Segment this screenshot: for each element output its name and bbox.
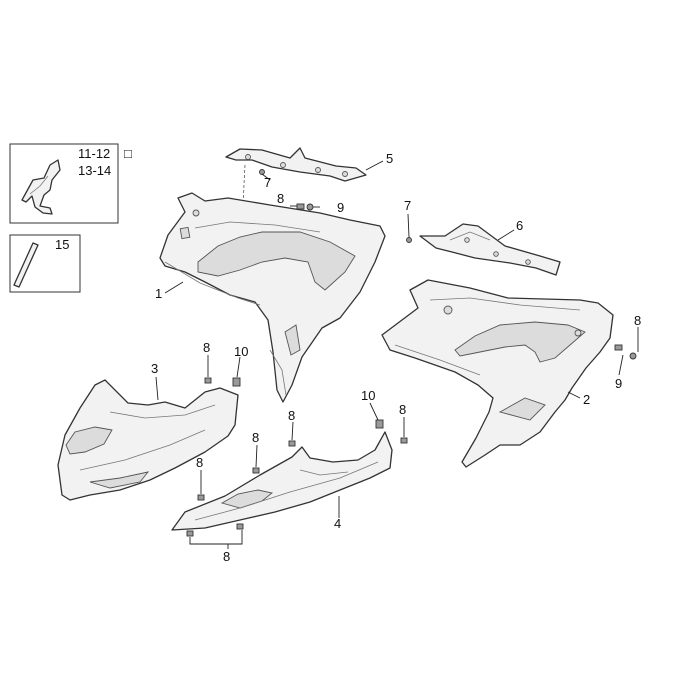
clip-icon [232, 377, 241, 387]
callout-9-right: 9 [615, 376, 622, 391]
leader-lines [155, 160, 639, 549]
screw-icon [252, 467, 260, 474]
screw-icon [614, 344, 623, 351]
part-6-bracket [419, 223, 561, 276]
nut-icon [629, 352, 637, 360]
callout-7-top: 7 [264, 175, 271, 190]
strip-shape-icon [13, 242, 39, 288]
legend-label-11-12: 11-12 [78, 146, 110, 161]
callout-10-left: 10 [234, 344, 248, 359]
screw-icon [204, 377, 212, 384]
screw-icon [290, 203, 305, 210]
callout-8-pan-right: 8 [399, 402, 406, 417]
legend-marker: □ [124, 146, 132, 161]
callout-1: 1 [155, 286, 162, 301]
callout-10-right: 10 [361, 388, 375, 403]
callout-2: 2 [583, 392, 590, 407]
part-1-left-fairing [159, 192, 386, 403]
callout-8-top: 8 [277, 191, 284, 206]
screw-icon [197, 494, 205, 501]
callout-7-right: 7 [404, 198, 411, 213]
screw-icon [236, 523, 244, 530]
nut-icon [306, 203, 314, 211]
screw-icon [186, 530, 194, 537]
callout-9-top: 9 [337, 200, 344, 215]
part-2-right-fairing [381, 279, 614, 468]
callouts: 1 2 3 4 5 6 7 7 8 8 8 8 8 8 8 8 9 9 10 1… [151, 151, 641, 564]
legend-strip-box: 15 [9, 234, 81, 293]
callout-5: 5 [386, 151, 393, 166]
screw-icon [288, 440, 296, 447]
legend-decal-box: 11-12 □ 13-14 [9, 143, 132, 224]
callout-8-panel3: 8 [203, 340, 210, 355]
part-5-bracket [225, 147, 367, 206]
screw-icon [400, 437, 408, 444]
callout-8-pan-left: 8 [196, 455, 203, 470]
callout-8-right: 8 [634, 313, 641, 328]
callout-3: 3 [151, 361, 158, 376]
legend-label-15: 15 [55, 237, 69, 252]
part-4-belly-pan [171, 431, 393, 531]
callout-8-pan-mid: 8 [288, 408, 295, 423]
callout-6: 6 [516, 218, 523, 233]
part-3-lower-panel [57, 379, 239, 501]
decal-shape-icon [21, 159, 61, 215]
legend-label-13-14: 13-14 [78, 163, 111, 178]
nut-icon [406, 237, 412, 243]
nut-icon [259, 169, 265, 175]
callout-8-bottom: 8 [223, 549, 230, 564]
callout-4: 4 [334, 516, 341, 531]
clip-icon [375, 419, 384, 429]
callout-8-pan-center: 8 [252, 430, 259, 445]
